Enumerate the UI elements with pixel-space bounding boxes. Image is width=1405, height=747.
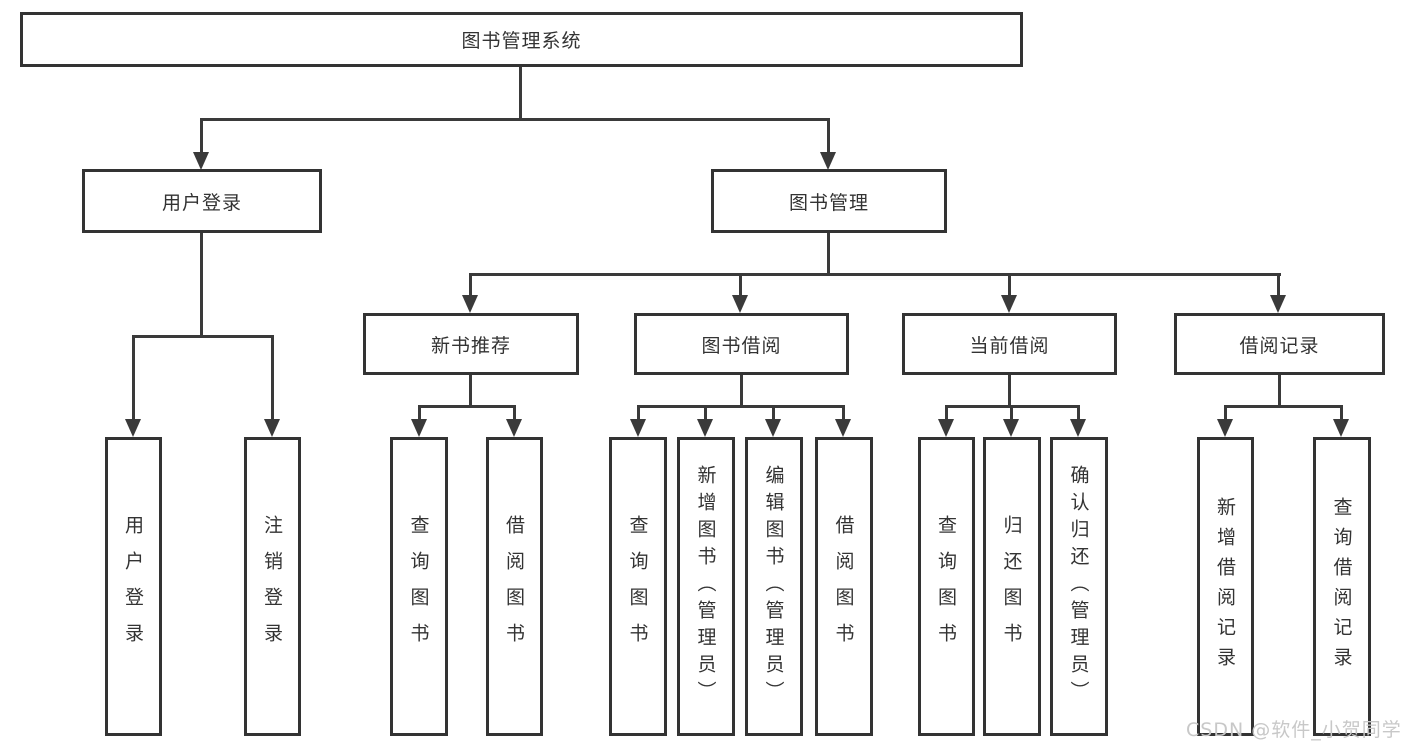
connector-line bbox=[704, 405, 707, 420]
leaf-current-return-books: 归还图书 bbox=[983, 437, 1041, 736]
arrow-down-icon bbox=[1217, 419, 1233, 437]
node-library-management-system: 图书管理系统 bbox=[20, 12, 1023, 67]
leaf-logout: 注销登录 bbox=[244, 437, 301, 736]
node-label: 借阅记录 bbox=[1239, 334, 1320, 357]
connector-line bbox=[132, 335, 135, 420]
watermark: CSDN @软件_小贺同学 bbox=[1186, 719, 1402, 741]
node-book-management: 图书管理 bbox=[711, 169, 947, 233]
arrow-down-icon bbox=[1333, 419, 1349, 437]
connector-line bbox=[740, 375, 743, 407]
connector-line bbox=[1224, 405, 1343, 408]
node-label: 新书推荐 bbox=[430, 334, 511, 357]
connector-line bbox=[418, 405, 515, 408]
connector-line bbox=[513, 405, 516, 420]
leaf-records-query-record: 查询借阅记录 bbox=[1313, 437, 1371, 736]
node-label: 用户登录 bbox=[161, 191, 242, 214]
node-label: 借阅图书 bbox=[503, 514, 525, 659]
connector-line bbox=[469, 273, 472, 297]
node-label: 新增图书（管理员） bbox=[694, 465, 717, 708]
arrow-down-icon bbox=[193, 152, 209, 170]
leaf-recommend-query-books: 查询图书 bbox=[390, 437, 448, 736]
connector-line bbox=[418, 405, 421, 420]
node-label: 查询图书 bbox=[935, 514, 957, 659]
arrow-down-icon bbox=[938, 419, 954, 437]
node-label: 归还图书 bbox=[1000, 514, 1023, 659]
connector-line bbox=[469, 375, 472, 407]
arrow-down-icon bbox=[506, 419, 522, 437]
connector-line bbox=[1010, 405, 1013, 420]
connector-line bbox=[1224, 405, 1227, 420]
arrow-down-icon bbox=[1003, 419, 1019, 437]
leaf-recommend-borrow-books: 借阅图书 bbox=[486, 437, 543, 736]
arrow-down-icon bbox=[462, 295, 478, 313]
leaf-borrowing-edit-books-admin: 编辑图书（管理员） bbox=[745, 437, 803, 736]
node-label: 编辑图书（管理员） bbox=[762, 465, 785, 708]
connector-line bbox=[945, 405, 948, 420]
arrow-down-icon bbox=[835, 419, 851, 437]
connector-line bbox=[637, 405, 844, 408]
arrow-down-icon bbox=[1270, 295, 1286, 313]
connector-line bbox=[1278, 375, 1281, 407]
node-label: 查询借阅记录 bbox=[1330, 496, 1353, 677]
arrow-down-icon bbox=[1070, 419, 1086, 437]
connector-line bbox=[200, 118, 203, 153]
connector-line bbox=[1277, 273, 1280, 297]
connector-line bbox=[1340, 405, 1343, 420]
node-label: 用户登录 bbox=[122, 514, 144, 659]
arrow-down-icon bbox=[820, 152, 836, 170]
node-label: 注销登录 bbox=[261, 514, 283, 659]
node-current-borrowing: 当前借阅 bbox=[902, 313, 1117, 375]
node-label: 图书管理 bbox=[788, 191, 869, 214]
connector-line bbox=[469, 273, 1281, 276]
connector-line bbox=[739, 273, 742, 297]
leaf-current-confirm-return-admin: 确认归还（管理员） bbox=[1050, 437, 1108, 736]
connector-line bbox=[200, 233, 203, 335]
node-label: 图书管理系统 bbox=[461, 30, 582, 52]
leaf-borrowing-query-books: 查询图书 bbox=[609, 437, 667, 736]
leaf-current-query-books: 查询图书 bbox=[918, 437, 975, 736]
leaf-borrowing-borrow-books: 借阅图书 bbox=[815, 437, 873, 736]
connector-line bbox=[772, 405, 775, 420]
leaf-borrowing-add-books-admin: 新增图书（管理员） bbox=[677, 437, 735, 736]
connector-line bbox=[271, 335, 274, 420]
arrow-down-icon bbox=[732, 295, 748, 313]
node-borrowing-records: 借阅记录 bbox=[1174, 313, 1385, 375]
connector-line bbox=[1008, 375, 1011, 407]
leaf-records-add-record: 新增借阅记录 bbox=[1197, 437, 1254, 736]
node-label: 查询图书 bbox=[407, 514, 430, 659]
node-label: 查询图书 bbox=[626, 514, 649, 659]
connector-line bbox=[132, 335, 274, 338]
arrow-down-icon bbox=[630, 419, 646, 437]
arrow-down-icon bbox=[264, 419, 280, 437]
connector-line bbox=[519, 67, 522, 118]
connector-line bbox=[827, 118, 830, 153]
connector-line bbox=[842, 405, 845, 420]
node-label: 图书借阅 bbox=[701, 334, 782, 357]
node-user-login: 用户登录 bbox=[82, 169, 322, 233]
node-label: 当前借阅 bbox=[969, 334, 1050, 357]
arrow-down-icon bbox=[1001, 295, 1017, 313]
connector-line bbox=[637, 405, 640, 420]
node-new-book-recommend: 新书推荐 bbox=[363, 313, 579, 375]
node-label: 新增借阅记录 bbox=[1214, 496, 1236, 677]
arrow-down-icon bbox=[411, 419, 427, 437]
node-label: 确认归还（管理员） bbox=[1067, 465, 1090, 708]
connector-line bbox=[1008, 273, 1011, 297]
arrow-down-icon bbox=[697, 419, 713, 437]
connector-line bbox=[827, 233, 830, 276]
leaf-user-login: 用户登录 bbox=[105, 437, 162, 736]
arrow-down-icon bbox=[765, 419, 781, 437]
connector-line bbox=[200, 118, 830, 121]
node-label: 借阅图书 bbox=[832, 514, 855, 659]
connector-line bbox=[1077, 405, 1080, 420]
arrow-down-icon bbox=[125, 419, 141, 437]
node-book-borrowing: 图书借阅 bbox=[634, 313, 849, 375]
